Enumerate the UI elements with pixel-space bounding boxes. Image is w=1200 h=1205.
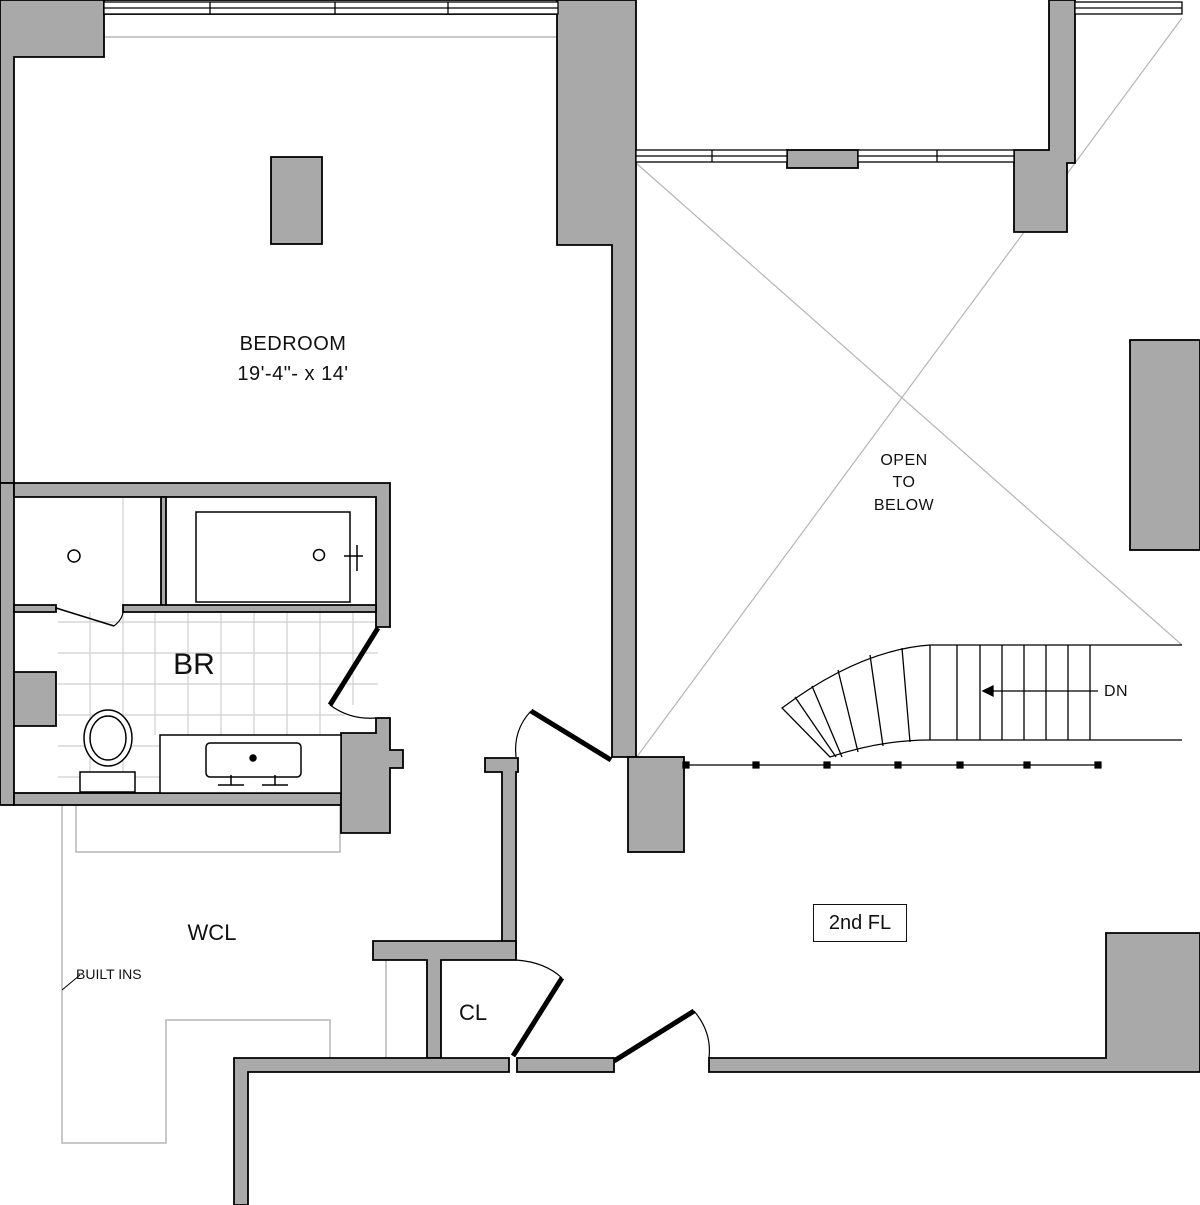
open-to-below-line-1: OPEN <box>880 452 928 469</box>
toilet-bowl <box>83 709 133 767</box>
open-to-below-line-2: TO <box>892 474 916 491</box>
floor-level-label: 2nd FL <box>813 904 907 942</box>
bedroom-label: BEDROOM <box>239 333 347 355</box>
bathtub <box>195 511 351 603</box>
staircase <box>781 644 1182 758</box>
windows <box>103 1 1183 163</box>
built-ins-outline <box>61 36 557 1144</box>
closet-label: CL <box>458 1000 488 1025</box>
open-to-below-line-3: BELOW <box>873 497 935 514</box>
tub-drain <box>312 548 326 562</box>
bedroom-dimensions: 19'-4"- x 14' <box>237 363 349 385</box>
walk-in-closet-label: WCL <box>187 920 237 945</box>
built-ins-leader <box>61 974 81 991</box>
toilet-tank <box>79 771 136 793</box>
shower-drain <box>67 549 81 563</box>
open-to-below-cross <box>635 17 1183 759</box>
built-ins-label: BUILT INS <box>76 966 142 982</box>
bath-fixtures <box>67 511 363 794</box>
bath-label: BR <box>173 648 215 681</box>
stair-direction-label: DN <box>1103 683 1129 700</box>
doors <box>55 607 711 1064</box>
stair-railing <box>682 761 1102 769</box>
